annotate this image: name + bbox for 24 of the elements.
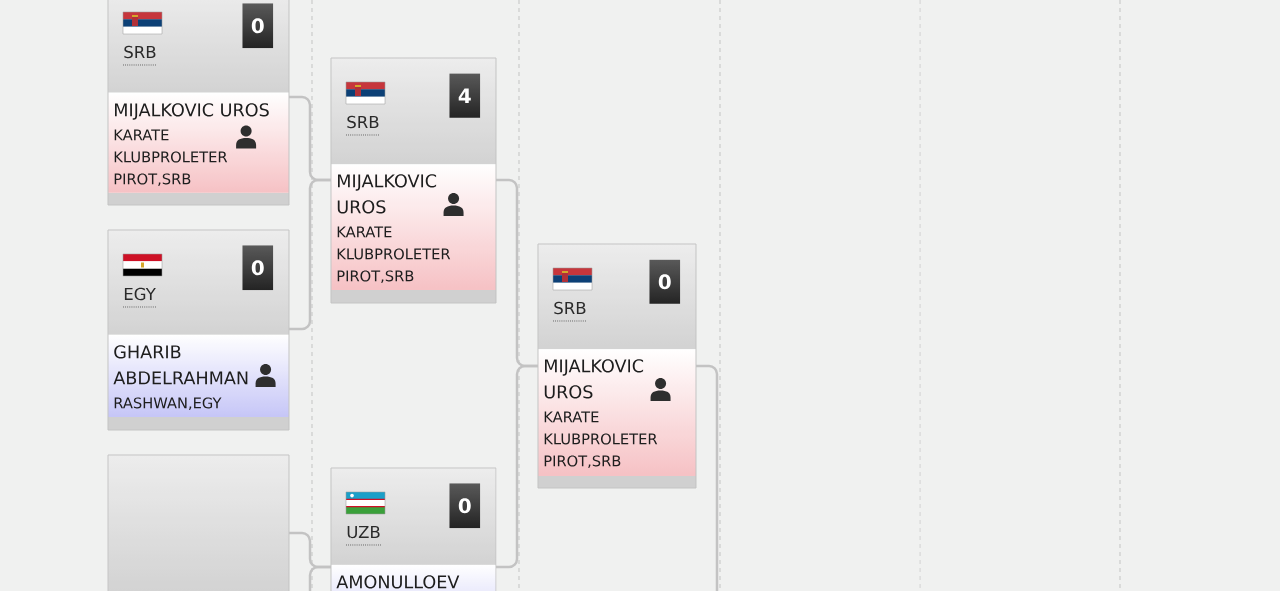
connector-line [308, 565, 331, 591]
country-code: EGY [122, 287, 157, 308]
score: 4 [458, 88, 471, 104]
club-name: RASHWAN,EGY [114, 397, 222, 410]
club-name: KARATE KLUBPROLETER PIROT,SRB [544, 411, 658, 468]
country-code: SRB [552, 301, 588, 322]
country-code: SRB [122, 45, 158, 66]
club-name: KARATE KLUBPROLETER PIROT,SRB [337, 226, 451, 283]
score: 0 [658, 274, 671, 290]
connector-line [289, 178, 331, 331]
card [107, 454, 290, 591]
country-code: UZB [345, 525, 382, 546]
competitor-name: MIJALKOVIC UROS [115, 103, 269, 120]
connector-line [696, 364, 719, 591]
competitor-name: AMONULLOEV [336, 575, 460, 589]
score: 0 [251, 18, 264, 34]
club-name: KARATE KLUBPROLETER PIROT,SRB [114, 129, 228, 186]
competitor-name: MIJALKOVIC UROS [544, 359, 644, 399]
competitor-name: GHARIB ABDELRAHMAN [113, 345, 248, 385]
score: 0 [251, 260, 264, 276]
connector-line [496, 364, 538, 569]
country-code: SRB [345, 115, 381, 136]
competitor-name: MIJALKOVIC UROS [337, 174, 437, 214]
score: 0 [458, 498, 471, 514]
